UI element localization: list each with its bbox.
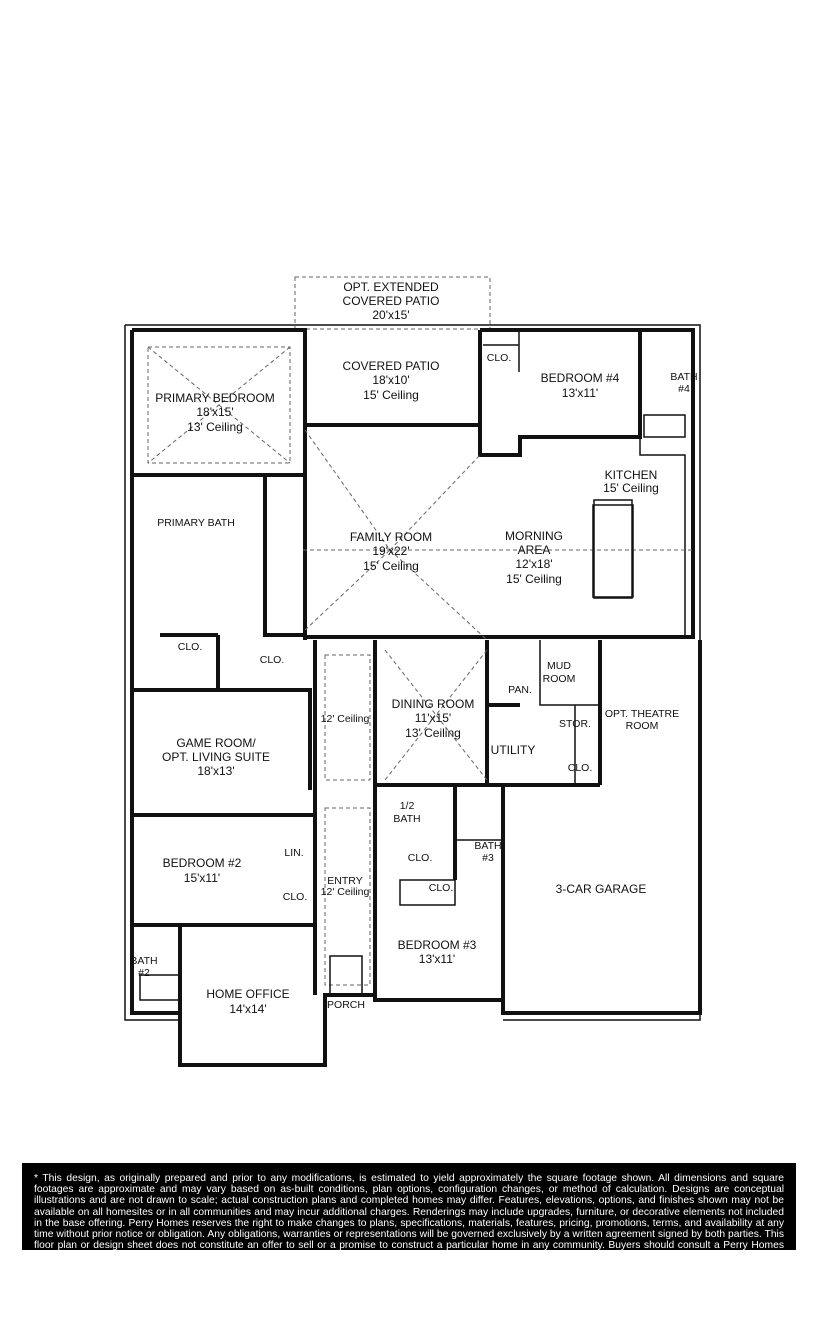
opt-extended-patio-outline bbox=[294, 276, 491, 330]
dim-family-room: 19'x22' bbox=[372, 544, 409, 558]
label-primary-closet-1: CLO. bbox=[178, 641, 203, 653]
dim-bedroom-3: 13'x11' bbox=[419, 952, 455, 966]
ceiling-morning-area: 15' Ceiling bbox=[506, 572, 562, 586]
label-family-room: FAMILY ROOM bbox=[350, 530, 432, 544]
label-utility-closet: CLO. bbox=[568, 762, 593, 774]
label-mud-room-2: ROOM bbox=[543, 673, 576, 685]
ceiling-dining-room: 13' Ceiling bbox=[405, 726, 461, 740]
label-home-office: HOME OFFICE bbox=[206, 987, 289, 1001]
dim-ext-patio: 20'x15' bbox=[372, 308, 409, 322]
label-bath-3-num: #3 bbox=[482, 852, 494, 864]
ceiling-entry: 12' Ceiling bbox=[321, 886, 370, 898]
ceiling-primary-bedroom: 13' Ceiling bbox=[187, 420, 243, 434]
label-bath-2: BATH bbox=[130, 955, 157, 967]
label-ext-patio-2: COVERED PATIO bbox=[343, 294, 440, 308]
label-theatre-2: ROOM bbox=[626, 720, 659, 732]
label-ext-patio: OPT. EXTENDED bbox=[343, 280, 439, 294]
label-mud-room: MUD bbox=[547, 660, 571, 672]
label-primary-bedroom: PRIMARY BEDROOM bbox=[155, 391, 275, 405]
label-bedroom-2: BEDROOM #2 bbox=[163, 856, 242, 870]
label-primary-closet-2: CLO. bbox=[260, 654, 285, 666]
label-entry: ENTRY bbox=[327, 875, 362, 887]
label-game-room: GAME ROOM/ bbox=[176, 736, 256, 750]
dim-home-office: 14'x14' bbox=[229, 1002, 266, 1016]
label-bedroom-4-closet: CLO. bbox=[487, 352, 512, 364]
label-bedroom-4: BEDROOM #4 bbox=[541, 371, 620, 385]
label-utility: UTILITY bbox=[491, 743, 536, 757]
label-dining-room: DINING ROOM bbox=[392, 697, 475, 711]
label-primary-bath: PRIMARY BATH bbox=[157, 517, 235, 529]
dim-covered-patio: 18'x10' bbox=[372, 373, 409, 387]
label-game-room-2: OPT. LIVING SUITE bbox=[162, 750, 270, 764]
dim-bedroom-4: 13'x11' bbox=[562, 386, 598, 400]
label-theatre: OPT. THEATRE bbox=[605, 708, 679, 720]
ceiling-lines bbox=[147, 346, 693, 986]
label-bedroom-3-closet: CLO. bbox=[429, 882, 454, 894]
disclaimer-box: * This design, as originally prepared an… bbox=[22, 1163, 796, 1250]
label-porch: PORCH bbox=[327, 999, 365, 1011]
label-storage: STOR. bbox=[559, 718, 591, 730]
label-garage: 3-CAR GARAGE bbox=[556, 882, 647, 896]
disclaimer-text: * This design, as originally prepared an… bbox=[34, 1173, 784, 1250]
label-linen: LIN. bbox=[284, 847, 303, 859]
label-bath-4: BATH bbox=[670, 371, 697, 383]
kitchen-island bbox=[592, 504, 634, 598]
label-half-bath-2: BATH bbox=[393, 813, 420, 825]
label-pantry: PAN. bbox=[508, 684, 532, 696]
dim-bedroom-2: 15'x11' bbox=[184, 871, 220, 885]
label-bedroom-3: BEDROOM #3 bbox=[398, 938, 477, 952]
dim-morning-area: 12'x18' bbox=[515, 557, 552, 571]
label-bath-4-num: #4 bbox=[678, 383, 690, 395]
dim-dining-room: 11'x15' bbox=[415, 711, 451, 725]
dim-primary-bedroom: 18'x15' bbox=[196, 405, 233, 419]
interior-walls bbox=[132, 330, 686, 1013]
exterior-walls bbox=[124, 324, 702, 1067]
ceiling-kitchen: 15' Ceiling bbox=[603, 481, 659, 495]
porch-door[interactable] bbox=[329, 955, 363, 995]
label-half-bath: 1/2 bbox=[400, 800, 415, 812]
label-covered-patio: COVERED PATIO bbox=[343, 359, 440, 373]
label-kitchen: KITCHEN bbox=[605, 468, 658, 482]
ceiling-family-room: 15' Ceiling bbox=[363, 559, 419, 573]
label-bath-3: BATH bbox=[474, 840, 501, 852]
label-morning-area: MORNING bbox=[505, 529, 563, 543]
dim-game-room: 18'x13' bbox=[197, 764, 234, 778]
ceiling-gallery: 12' Ceiling bbox=[321, 713, 370, 725]
label-bath-2-num: #2 bbox=[138, 967, 150, 979]
ceiling-covered-patio: 15' Ceiling bbox=[363, 388, 419, 402]
label-morning-area-2: AREA bbox=[518, 543, 551, 557]
label-bedroom-2-closet: CLO. bbox=[283, 891, 308, 903]
label-bath-3-closet: CLO. bbox=[408, 852, 433, 864]
